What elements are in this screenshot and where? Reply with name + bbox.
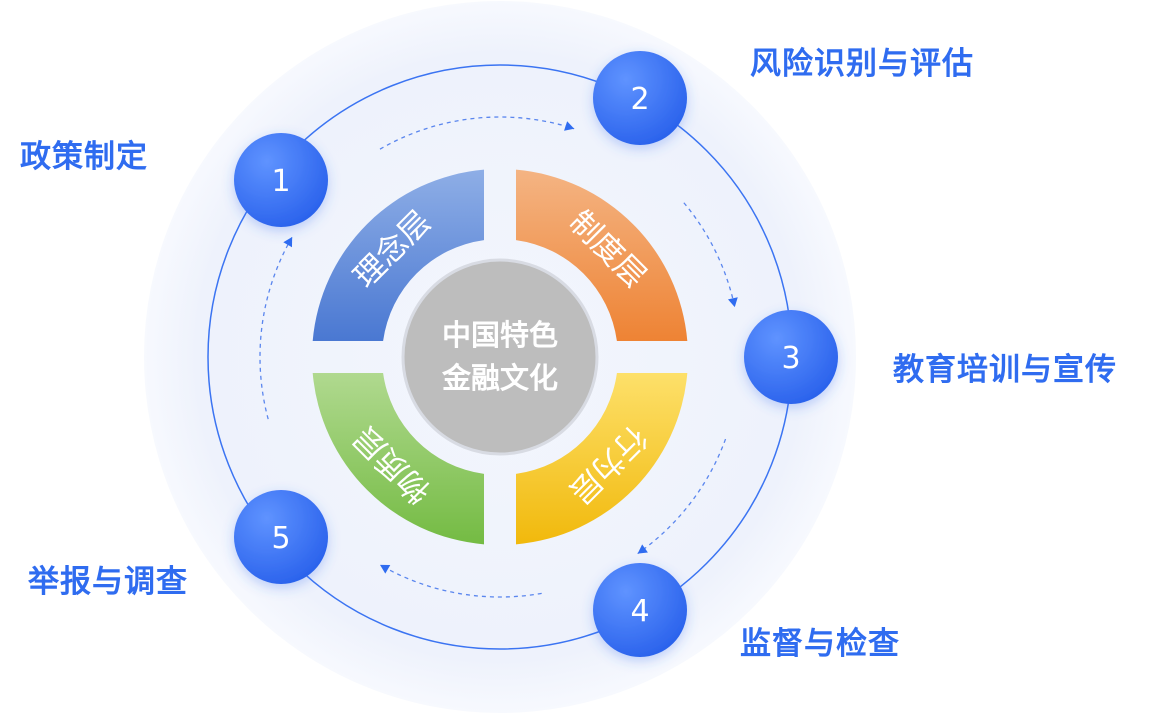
- flow-arrow-1: [379, 116, 575, 150]
- arrowhead-icon: [283, 237, 293, 248]
- step-node-4: 4: [593, 563, 687, 657]
- step-label-1: 政策制定: [20, 139, 148, 175]
- flow-arrow-2: [683, 202, 736, 308]
- step-number: 1: [271, 164, 290, 199]
- step-number: 5: [271, 521, 290, 556]
- arrowhead-icon: [380, 564, 391, 574]
- step-number: 4: [630, 594, 649, 629]
- layer-segment-1: [312, 169, 484, 341]
- arrowhead-icon: [637, 544, 648, 554]
- step-label-2: 风险识别与评估: [750, 46, 974, 82]
- step-label-3: 教育培训与宣传: [893, 352, 1117, 388]
- layer-segment-2: [516, 169, 688, 341]
- arrowhead-icon: [564, 121, 575, 131]
- center-circle: [401, 258, 599, 456]
- arrowhead-icon: [727, 297, 738, 308]
- layer-segment-4: [312, 373, 484, 545]
- center-title-line2: 金融文化: [441, 361, 558, 395]
- step-node-3: 3: [744, 310, 838, 404]
- center-title-line1: 中国特色: [442, 318, 558, 352]
- step-number: 2: [630, 82, 649, 117]
- step-node-5: 5: [234, 490, 328, 584]
- step-label-4: 监督与检查: [740, 626, 900, 662]
- layer-segment-3: [516, 373, 688, 545]
- flow-arrow-4: [379, 564, 542, 598]
- step-number: 3: [781, 341, 800, 376]
- flow-arrow-3: [637, 438, 727, 555]
- step-node-1: 1: [234, 133, 328, 227]
- step-label-5: 举报与调查: [28, 564, 188, 600]
- step-node-2: 2: [593, 51, 687, 145]
